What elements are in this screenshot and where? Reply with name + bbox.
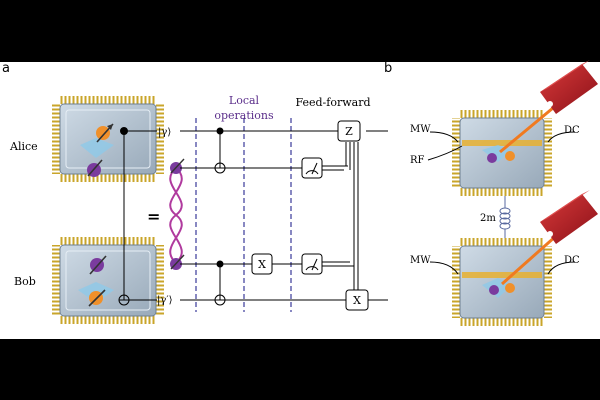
spin-orange-icon <box>96 126 110 140</box>
top-laser <box>499 60 598 154</box>
bob-chip <box>52 237 164 324</box>
diamond-icon <box>80 138 114 158</box>
bottom-mw-label: MW <box>410 255 431 266</box>
svg-text:X: X <box>258 258 266 271</box>
equals-sign: = <box>147 207 160 226</box>
svg-text:Z: Z <box>345 125 353 138</box>
bob-label: Bob <box>14 275 36 288</box>
top-mw-label: MW <box>410 124 431 135</box>
bottom-band <box>0 339 600 400</box>
svg-text:X: X <box>353 294 361 307</box>
alice-chip <box>52 96 164 182</box>
spin-purple-icon <box>487 153 497 163</box>
top-band <box>0 0 600 62</box>
ket-gamma-prime: |γ′⟩ <box>157 295 173 306</box>
local-operations-line2: operations <box>214 109 274 122</box>
bottom-dc-label: DC <box>564 255 580 266</box>
gate-x-bottom: X <box>345 289 369 311</box>
gate-z: Z <box>337 120 361 142</box>
bottom-laser <box>501 190 598 286</box>
spin-orange-icon <box>505 283 515 293</box>
chip-cnot <box>118 127 157 306</box>
feed-forward-heading: Feed-forward <box>295 96 370 109</box>
top-rf-label: RF <box>410 155 425 166</box>
top-dc-label: DC <box>564 125 580 136</box>
entangled-pair <box>169 158 185 270</box>
local-operations-line1: Local <box>229 94 260 107</box>
coupler-label: 2m <box>480 213 496 224</box>
measurement-meter-icon <box>301 253 323 275</box>
panel-b-label: b <box>384 61 392 76</box>
panel-b-top-chip <box>452 110 552 196</box>
coupler-coil-icon <box>499 196 511 238</box>
top-chip-wires <box>427 131 576 161</box>
alice-label: Alice <box>9 140 38 153</box>
spin-purple-icon <box>489 285 499 295</box>
panel-a-label: a <box>2 61 10 76</box>
bottom-chip-wires <box>429 261 576 275</box>
circuit-wires <box>180 127 388 306</box>
gate-x-mid: X <box>251 253 273 275</box>
measurement-meter-icon <box>301 157 323 179</box>
ket-gamma: |γ⟩ <box>158 127 171 138</box>
spin-orange-icon <box>505 151 515 161</box>
